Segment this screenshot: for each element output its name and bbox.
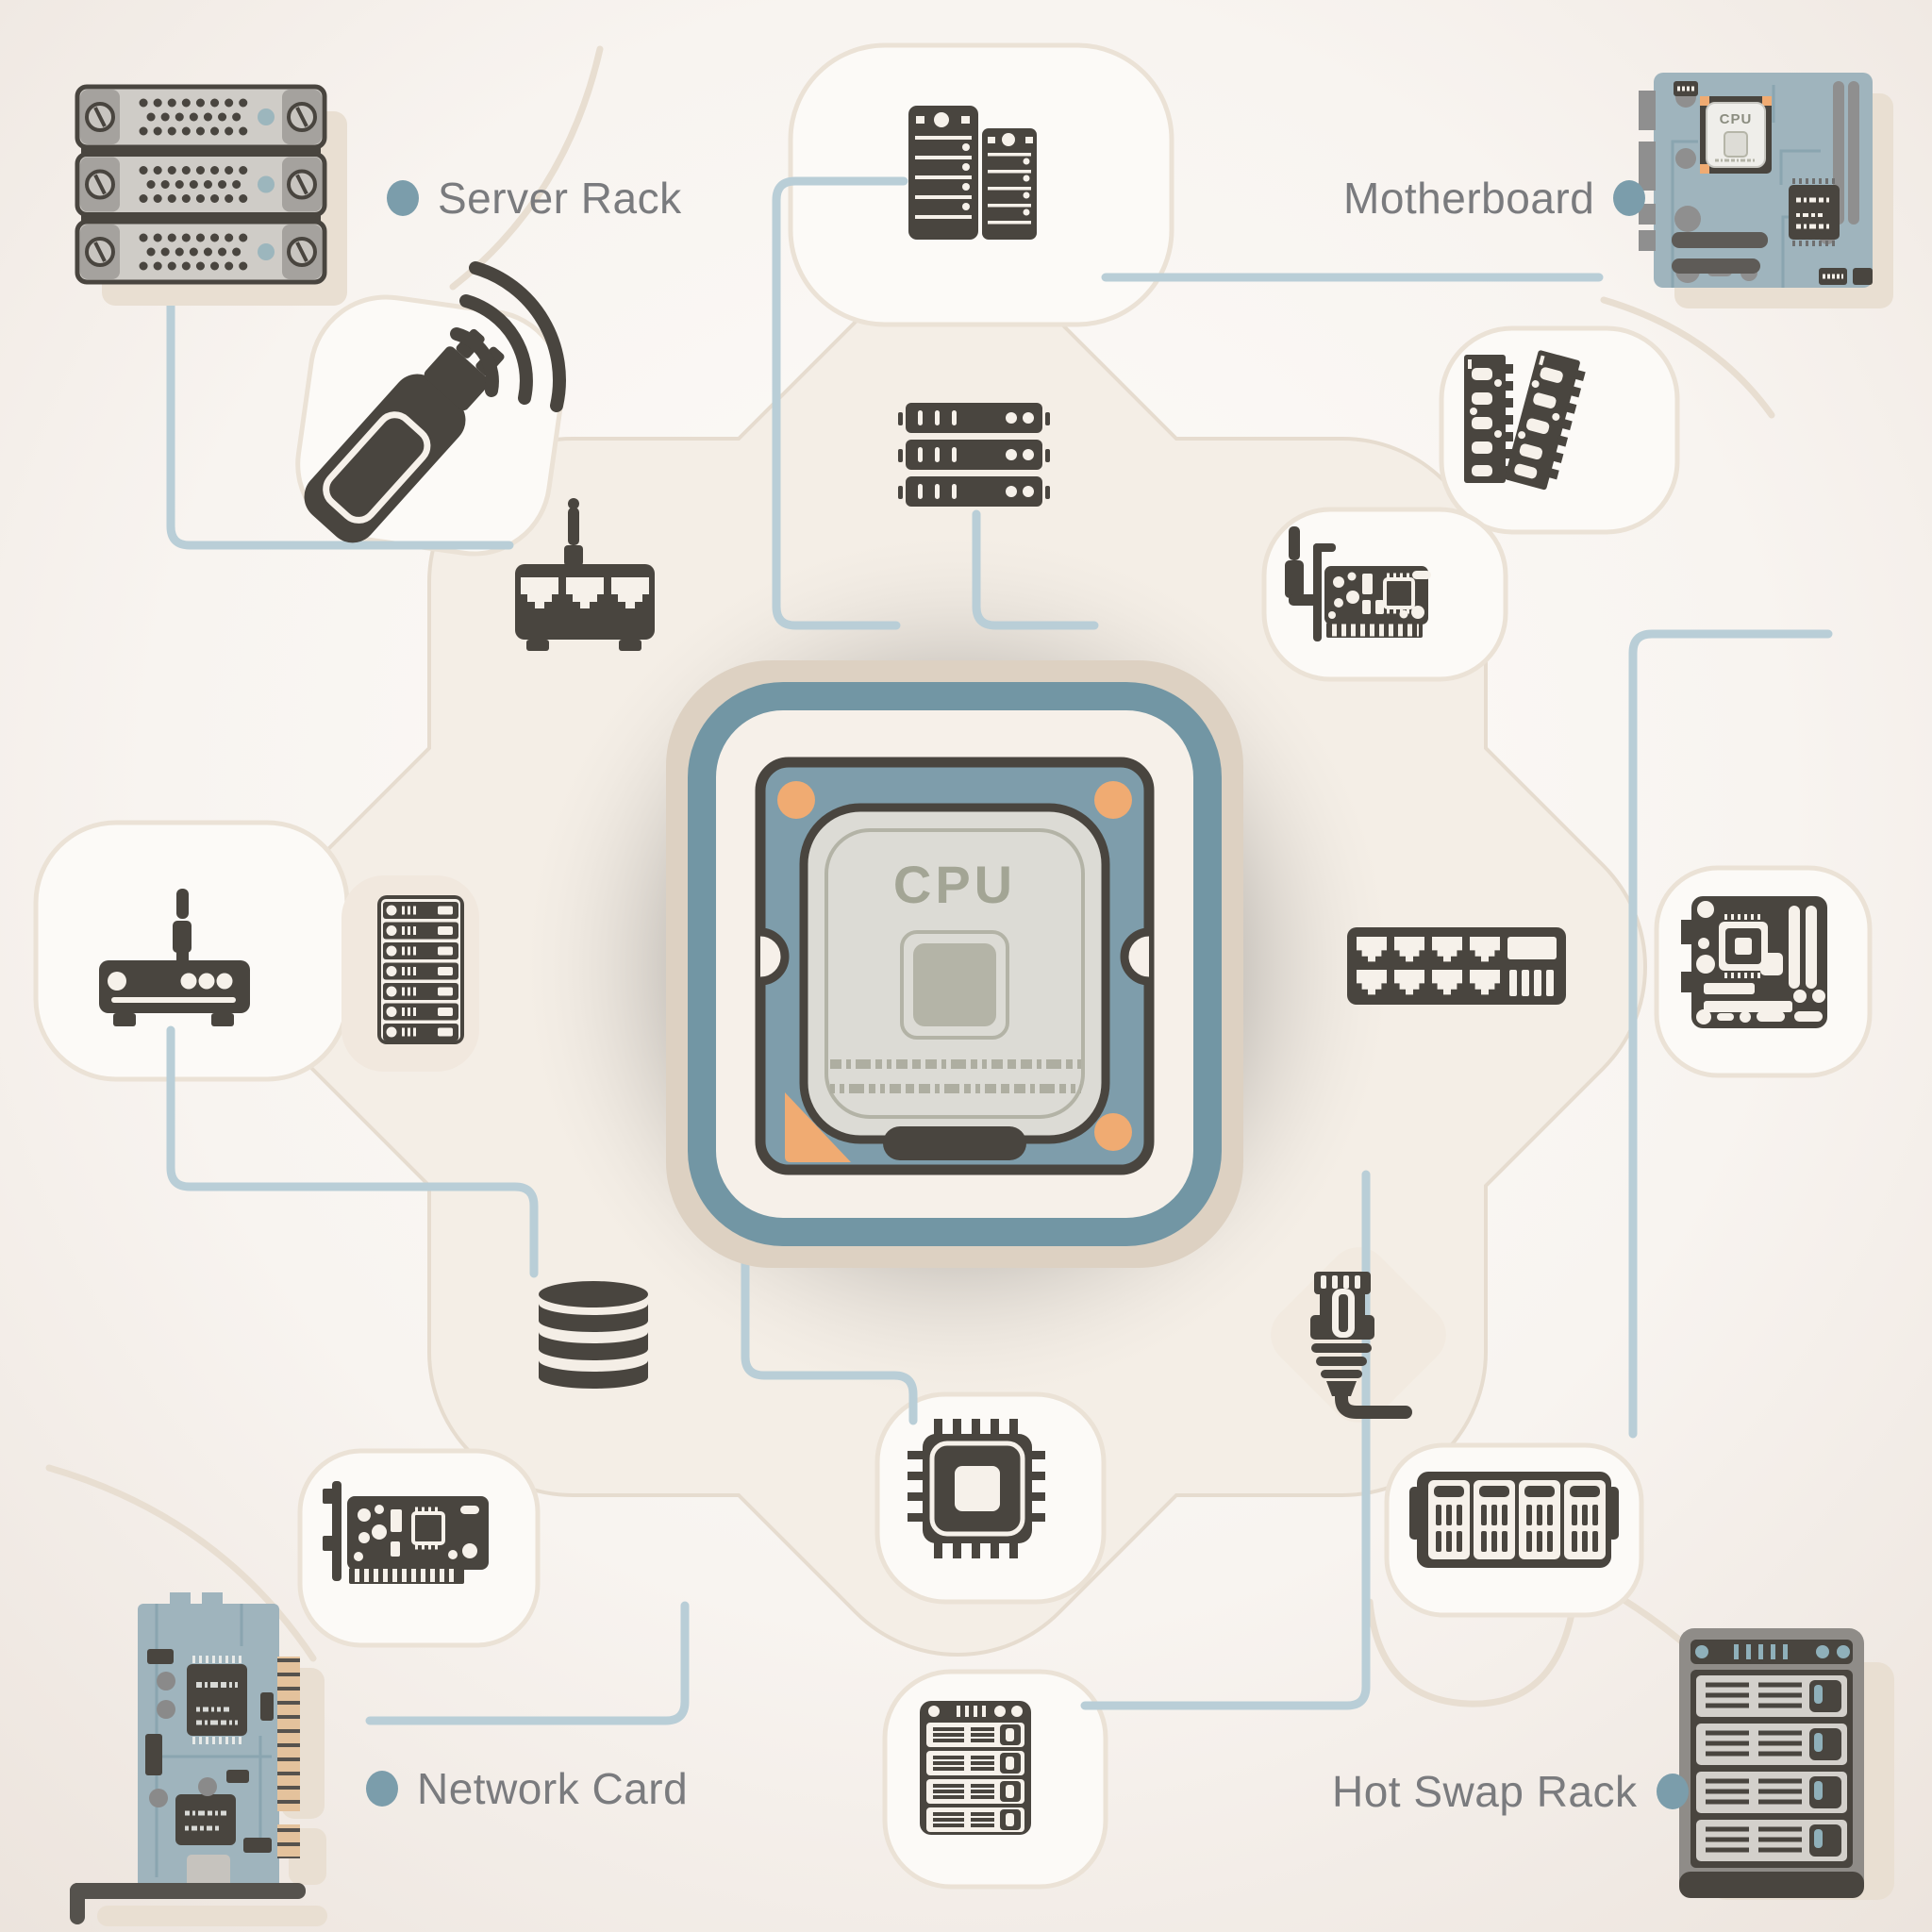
server-rack-icon — [77, 87, 347, 306]
hot-swap-rack-label: Hot Swap Rack — [1332, 1767, 1638, 1816]
cpu-text: CPU — [892, 855, 1017, 914]
motherboard-label-row: Motherboard — [1343, 173, 1646, 224]
server-rack-label-row: Server Rack — [387, 173, 682, 224]
motherboard-bullet-icon — [1613, 180, 1646, 216]
hot-swap-bays-icon — [1409, 1472, 1619, 1568]
network-card-label-row: Network Card — [366, 1763, 688, 1814]
connector-lines — [166, 176, 1833, 1725]
network-card-silhouette-icon — [323, 1481, 489, 1584]
wireless-router-icon — [99, 889, 250, 1026]
server-rack-label: Server Rack — [438, 174, 682, 223]
motherboard-mini-cpu — [1700, 96, 1772, 174]
motherboard-icon — [1639, 73, 1893, 308]
wifi-pci-card-icon — [1285, 526, 1431, 641]
network-card-bullet-icon — [366, 1771, 398, 1807]
hot-swap-rack-label-row: Hot Swap Rack — [1332, 1766, 1689, 1817]
network-card-label: Network Card — [417, 1764, 689, 1813]
tower-servers-icon — [908, 106, 1037, 240]
ethernet-switch-8-port-icon — [1347, 927, 1566, 1005]
microchip-icon — [908, 1419, 1045, 1558]
motherboard-chipset — [1789, 178, 1840, 246]
ram-modules-icon — [1464, 350, 1586, 491]
network-card-icon — [70, 1592, 327, 1926]
network-switch-3-port-icon — [515, 498, 655, 651]
motherboard-silhouette-icon — [1681, 896, 1827, 1028]
usb-wifi-adapter-icon — [304, 261, 566, 543]
rack-servers-icon — [898, 403, 1050, 507]
motherboard-mini-cpu-text: CPU — [1719, 111, 1753, 127]
motherboard-label: Motherboard — [1343, 174, 1595, 223]
hot-swap-rack-bullet-icon — [1656, 1774, 1689, 1809]
server-column-icon — [377, 895, 464, 1044]
network-card-chips — [175, 1656, 247, 1845]
ethernet-connector-icon — [1310, 1272, 1412, 1419]
server-cabinet-icon — [920, 1701, 1031, 1835]
hot-swap-rack-icon — [1679, 1628, 1894, 1900]
database-icon — [539, 1281, 648, 1389]
server-rack-bullet-icon — [387, 180, 419, 216]
cpu-icon — [666, 660, 1243, 1268]
